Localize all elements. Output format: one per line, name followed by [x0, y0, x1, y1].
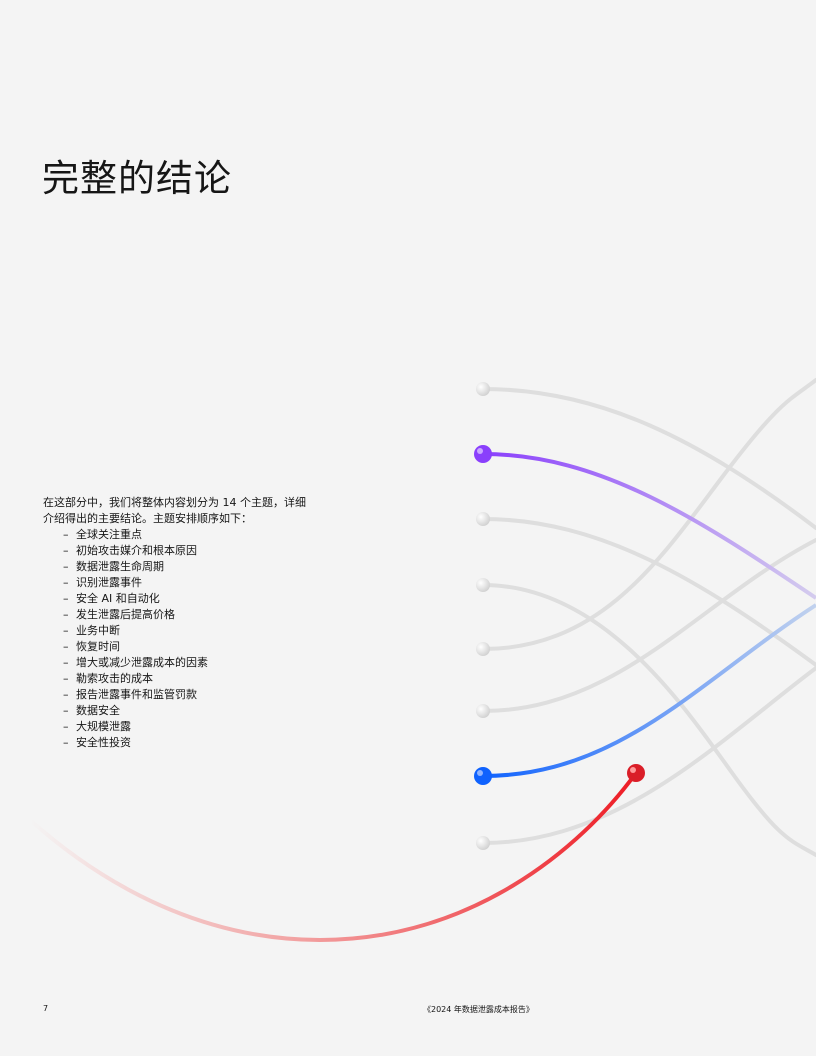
gray-curve	[481, 378, 816, 651]
endpoint-ball	[476, 704, 490, 718]
page-number: 7	[43, 1004, 49, 1013]
gray-curve	[481, 517, 816, 667]
endpoint-ball	[476, 642, 490, 656]
topic-item: 增大或减少泄露成本的因素	[63, 655, 313, 671]
topic-item: 安全性投资	[63, 735, 313, 751]
endpoint-ball	[476, 512, 490, 526]
topic-item: 报告泄露事件和监管罚款	[63, 687, 313, 703]
topic-item: 勒索攻击的成本	[63, 671, 313, 687]
topic-item: 识别泄露事件	[63, 575, 313, 591]
purple-curve	[482, 452, 816, 600]
blue-curve	[482, 603, 816, 778]
red-curve	[28, 771, 638, 943]
purple-ball	[474, 445, 492, 463]
topic-item: 数据安全	[63, 703, 313, 719]
topic-item: 安全 AI 和自动化	[63, 591, 313, 607]
blue-ball	[474, 767, 492, 785]
endpoint-ball	[476, 578, 490, 592]
intro-paragraph: 在这部分中，我们将整体内容划分为 14 个主题，详细介绍得出的主要结论。主题安排…	[43, 496, 306, 525]
topic-item: 业务中断	[63, 623, 313, 639]
red-ball	[627, 764, 645, 782]
topic-item: 数据泄露生命周期	[63, 559, 313, 575]
topic-item: 发生泄露后提高价格	[63, 607, 313, 623]
gray-curve	[481, 583, 816, 857]
gray-curve	[481, 666, 816, 845]
intro-section: 在这部分中，我们将整体内容划分为 14 个主题，详细介绍得出的主要结论。主题安排…	[43, 495, 313, 751]
topic-list: 全球关注重点 初始攻击媒介和根本原因 数据泄露生命周期 识别泄露事件 安全 AI…	[43, 527, 313, 751]
page-title: 完整的结论	[42, 157, 232, 200]
endpoint-ball	[476, 836, 490, 850]
gray-endpoints	[476, 382, 490, 850]
footer-report-title: 《2024 年数据泄露成本报告》	[423, 1005, 534, 1014]
topic-item: 初始攻击媒介和根本原因	[63, 543, 313, 559]
topic-item: 恢复时间	[63, 639, 313, 655]
topic-item: 全球关注重点	[63, 527, 313, 543]
endpoint-ball	[476, 382, 490, 396]
gray-curve	[481, 387, 816, 530]
topic-item: 大规模泄露	[63, 719, 313, 735]
